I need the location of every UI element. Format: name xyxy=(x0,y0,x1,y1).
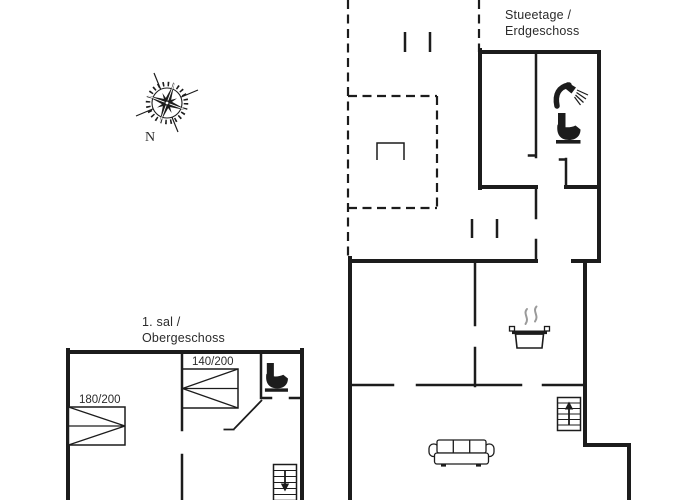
upper-floor-title-line2: Obergeschoss xyxy=(142,330,225,345)
stairs-up-icon xyxy=(556,396,582,432)
cooking-pot-icon xyxy=(508,305,551,349)
ground-floor-title-line1: Stueetage / xyxy=(505,8,572,22)
bed-140-icon xyxy=(181,368,239,409)
bed-180-icon xyxy=(67,406,126,446)
ground-floor-title: Stueetage / Erdgeschoss xyxy=(505,8,579,39)
upper-floor-plan xyxy=(66,348,304,500)
upper-floor-title: 1. sal / Obergeschoss xyxy=(142,315,225,346)
chimney-icon xyxy=(376,142,405,160)
door-opening-ticks xyxy=(403,32,499,238)
steam-icon xyxy=(524,305,538,325)
shower-icon xyxy=(553,82,589,109)
toilet-upper-icon xyxy=(264,363,288,392)
ground-floor-plan xyxy=(346,0,631,500)
stairs-down-icon xyxy=(272,463,298,500)
door-swing-icon xyxy=(223,399,263,431)
ground-floor-title-line2: Erdgeschoss xyxy=(505,23,580,38)
bed-180-size-label: 180/200 xyxy=(79,394,121,406)
sofa-icon xyxy=(428,439,495,467)
ground-floor-dashed-outline xyxy=(346,0,481,258)
compass-rose-icon xyxy=(135,72,199,133)
ground-floor-interior-walls xyxy=(348,50,587,388)
toilet-ground-icon xyxy=(556,113,581,144)
upper-floor-title-line1: 1. sal / xyxy=(142,315,181,329)
ground-floor-outer-walls xyxy=(348,48,631,500)
compass-north-label: N xyxy=(145,130,156,145)
bed-140-size-label: 140/200 xyxy=(192,356,234,368)
